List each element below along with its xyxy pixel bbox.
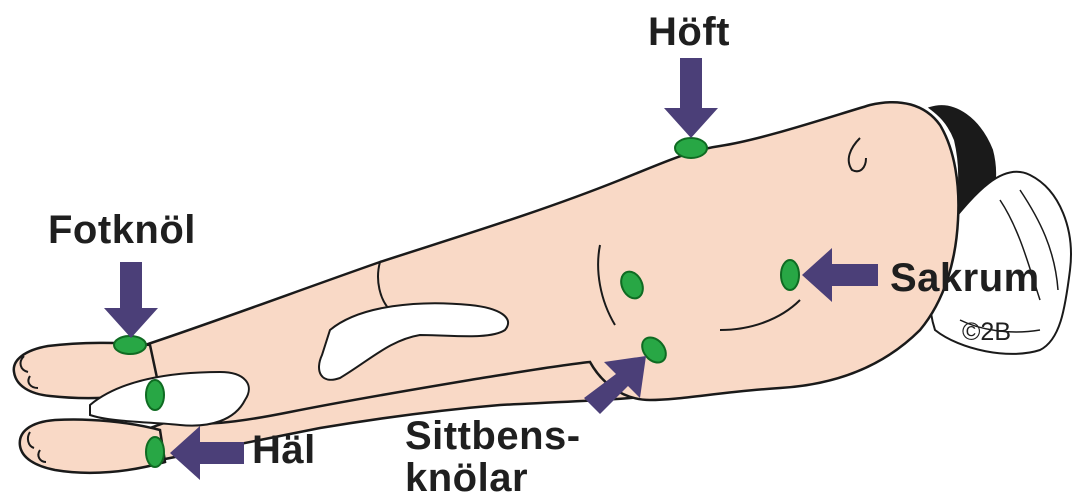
pad-hip [675,138,707,158]
label-sitbones-line1: Sittbens- [405,416,581,456]
arrow-hip [664,58,718,138]
label-ankle: Fotknöl [48,210,196,250]
pad-heel-upper [146,380,164,410]
label-heel: Häl [252,430,316,470]
pad-ankle [114,336,146,354]
copyright-notice: ©2B [962,318,1011,347]
label-hip: Höft [648,12,730,52]
label-sacrum: Sakrum [890,258,1040,298]
label-sitbones-line2: knölar [405,458,528,498]
lower-foot [20,419,165,472]
arrow-ankle [104,262,158,338]
pad-heel [146,437,164,467]
pad-sacrum [781,260,799,290]
